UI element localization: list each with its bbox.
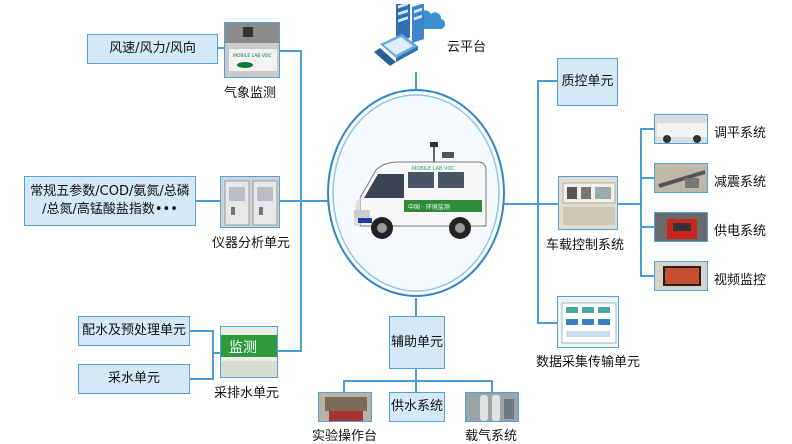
water-supply-box: 供水系统 (389, 392, 445, 422)
lab-bench-photo (318, 392, 372, 422)
analysis-params-box: 常规五参数/COD/氨氮/总磷 /总氮/高锰酸盐指数••• (24, 176, 196, 226)
water-photo-connector (212, 352, 220, 354)
bottom-drop-1 (343, 380, 345, 392)
power-system-label: 供电系统 (714, 220, 766, 239)
van-roof-label: MOBILE LAB VOC (412, 166, 455, 172)
qc-connector (537, 80, 557, 82)
weather-label: 气象监测 (224, 82, 276, 101)
water-connector (278, 350, 302, 352)
control-to-systems (618, 203, 642, 205)
data-transfer-label: 数据采集传输单元 (536, 351, 640, 370)
video-monitor-label: 视频监控 (714, 269, 766, 288)
carrier-gas-photo (465, 392, 519, 422)
bottom-drop-3 (491, 380, 493, 392)
system-connector-1 (640, 128, 654, 130)
right-trunk-line (537, 80, 539, 324)
lab-bench-label: 实验操作台 (312, 425, 377, 444)
data-transfer-photo (557, 296, 619, 348)
analysis-label: 仪器分析单元 (212, 232, 290, 251)
bottom-bar (343, 380, 493, 382)
carrier-gas-label: 载气系统 (465, 425, 517, 444)
data-connector (537, 322, 557, 324)
leveling-system-photo (654, 114, 708, 144)
analysis-params-line2: /总氮/高锰酸盐指数••• (42, 201, 178, 219)
leveling-system-label: 调平系统 (714, 122, 766, 141)
bottom-drop-2 (415, 380, 417, 392)
system-connector-4 (640, 275, 654, 277)
analysis-connector (280, 200, 330, 202)
power-system-photo (654, 212, 708, 242)
aux-unit-box: 辅助单元 (389, 316, 445, 369)
cloud-server-icon (372, 4, 450, 70)
water-box-bracket (212, 330, 214, 380)
damping-system-label: 减震系统 (714, 171, 766, 190)
damping-system-photo (654, 163, 708, 193)
water-photo-text: 监测 (229, 340, 257, 356)
van-side-label: 中国 · 环境监测 (408, 203, 450, 211)
water-unit-photo: 监测 (220, 326, 278, 378)
analysis-box-connector (196, 200, 220, 202)
weather-photo-text: MOBILE LAB VOC (233, 53, 272, 59)
control-system-photo (558, 176, 618, 230)
qc-unit-box: 质控单元 (557, 58, 618, 106)
water-unit-label: 采排水单元 (214, 382, 279, 401)
weather-station-photo: MOBILE LAB VOC (224, 22, 280, 78)
video-monitor-photo (654, 261, 708, 291)
control-systems-trunk (640, 128, 642, 276)
water-distribution-box: 配水及预处理单元 (78, 316, 190, 346)
analysis-instrument-photo (220, 176, 280, 228)
weather-params-box: 风速/风力/风向 (87, 34, 218, 64)
water-sampling-box: 采水单元 (78, 364, 190, 394)
system-connector-3 (640, 226, 654, 228)
aux-connector (415, 298, 417, 316)
cloud-platform-label: 云平台 (447, 36, 486, 55)
monitoring-van-image: MOBILE LAB VOC 中国 · 环境监测 (342, 140, 492, 250)
water-box2-connector (190, 378, 214, 380)
weather-connector (280, 50, 302, 52)
control-system-label: 车载控制系统 (546, 234, 624, 253)
system-connector-2 (640, 177, 654, 179)
analysis-params-line1: 常规五参数/COD/氨氮/总磷 (30, 183, 189, 201)
water-box1-connector (190, 330, 214, 332)
